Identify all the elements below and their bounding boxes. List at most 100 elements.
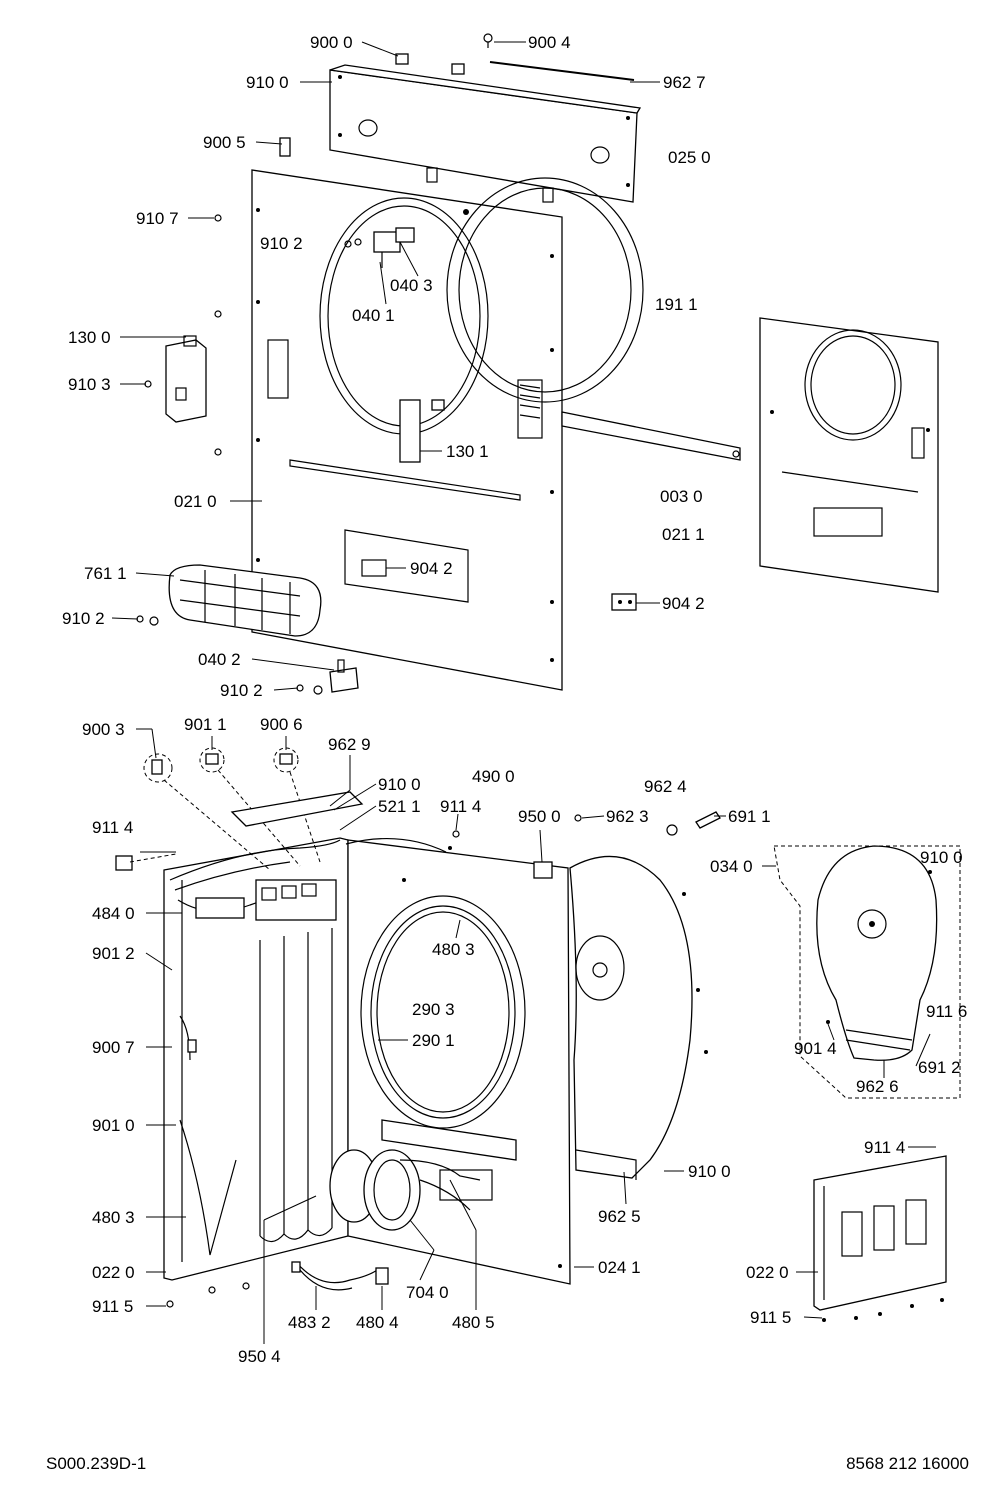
label-900-0: 900 0: [310, 33, 353, 52]
label-911-5-right: 911 5: [750, 1308, 791, 1327]
label-022-0-left: 022 0: [92, 1263, 135, 1282]
label-910-2-bottom: 910 2: [220, 681, 263, 700]
label-962-4: 962 4: [644, 777, 687, 796]
door-lock-130-1: [399, 399, 445, 463]
label-191-1: 191 1: [655, 295, 698, 314]
label-521-1: 521 1: [378, 797, 421, 816]
clip-900-0: [395, 53, 465, 75]
label-950-4: 950 4: [238, 1347, 281, 1366]
drawing-code-right: 8568 212 16000: [846, 1454, 969, 1473]
hinge-904-2: [611, 593, 637, 611]
hose-521-1: [345, 837, 447, 853]
screw-962-3: [574, 814, 582, 822]
label-021-1: 021 1: [662, 525, 705, 544]
label-904-2-right: 904 2: [662, 594, 705, 613]
label-910-0: 910 0: [246, 73, 289, 92]
leader-lines: [111, 41, 936, 1344]
strip-962-7: [489, 61, 635, 81]
label-910-3: 910 3: [68, 375, 111, 394]
label-290-1: 290 1: [412, 1031, 455, 1050]
label-901-2: 901 2: [92, 944, 135, 963]
label-962-5: 962 5: [598, 1207, 641, 1226]
label-691-2: 691 2: [918, 1058, 961, 1077]
label-901-4: 901 4: [794, 1039, 837, 1058]
harness-483-2: [291, 1261, 389, 1291]
clip-950-0: [533, 861, 553, 879]
label-490-0: 490 0: [472, 767, 515, 786]
label-691-1: 691 1: [728, 807, 771, 826]
label-900-5: 900 5: [203, 133, 246, 152]
label-901-0: 901 0: [92, 1116, 135, 1135]
label-480-5: 480 5: [452, 1313, 495, 1332]
label-483-2: 483 2: [288, 1313, 331, 1332]
label-962-3: 962 3: [606, 807, 649, 826]
motor-bracket: [381, 1119, 517, 1201]
label-910-0-right: 910 0: [920, 848, 963, 867]
label-900-7: 900 7: [92, 1038, 135, 1057]
label-911-4: 911 4: [440, 797, 481, 816]
screw-911-4: [452, 830, 460, 838]
label-910-2: 910 2: [260, 234, 303, 253]
label-911-6: 911 6: [926, 1002, 967, 1021]
door-seal-191-1: [446, 177, 644, 403]
label-480-3-left: 480 3: [92, 1208, 135, 1227]
top-panel-025-0: [329, 64, 642, 203]
label-900-4: 900 4: [528, 33, 571, 52]
label-040-2: 040 2: [198, 650, 241, 669]
label-904-2-front: 904 2: [410, 559, 453, 578]
screws-910-2: [136, 238, 362, 695]
label-040-3: 040 3: [390, 276, 433, 295]
clip-911-4-left: [115, 853, 177, 871]
drawing-code-left: S000.239D-1: [46, 1454, 147, 1473]
screw-900-4: [483, 33, 493, 48]
label-911-5-left: 911 5: [92, 1297, 133, 1316]
label-950-0: 950 0: [518, 807, 561, 826]
label-910-0-mid: 910 0: [378, 775, 421, 794]
label-024-1: 024 1: [598, 1258, 641, 1277]
label-130-1: 130 1: [446, 442, 489, 461]
label-910-7: 910 7: [136, 209, 179, 228]
label-025-0: 025 0: [668, 148, 711, 167]
hinge-block-130-0: [165, 335, 207, 423]
label-040-1: 040 1: [352, 306, 395, 325]
label-484-0: 484 0: [92, 904, 135, 923]
label-900-6: 900 6: [260, 715, 303, 734]
label-034-0: 034 0: [710, 857, 753, 876]
label-962-9: 962 9: [328, 735, 371, 754]
side-panel-022-0-right: [813, 1155, 947, 1322]
label-911-4-left: 911 4: [92, 818, 133, 837]
plug-962-4: [666, 824, 678, 836]
rear-panel-021-1: [759, 317, 939, 593]
label-901-1: 901 1: [184, 715, 227, 734]
label-910-2-filter: 910 2: [62, 609, 105, 628]
label-130-0: 130 0: [68, 328, 111, 347]
bracket-040-2: [329, 659, 359, 693]
label-962-6: 962 6: [856, 1077, 899, 1096]
cover-962-9: [230, 791, 364, 827]
screws-bottom: [166, 1282, 250, 1308]
label-021-0: 021 0: [174, 492, 217, 511]
label-480-4: 480 4: [356, 1313, 399, 1332]
label-910-0-bottom: 910 0: [688, 1162, 731, 1181]
label-480-3-mid: 480 3: [432, 940, 475, 959]
label-704-0: 704 0: [406, 1283, 449, 1302]
part-labels: 900 0 900 4 910 0 962 7 900 5 025 0 910 …: [62, 33, 967, 1366]
air-duct-962-5: [569, 855, 708, 1180]
screw-910-7: [214, 214, 222, 222]
clip-900-5: [279, 137, 291, 157]
label-962-7: 962 7: [663, 73, 706, 92]
label-022-0-right: 022 0: [746, 1263, 789, 1282]
filter-housing-761-1: [168, 564, 322, 637]
label-911-4-right: 911 4: [864, 1138, 905, 1157]
wiring-harness-484-0: [169, 839, 341, 1061]
rear-cover-group-034-0: [773, 845, 961, 1099]
rail-003-0: [561, 411, 741, 461]
label-290-3: 290 3: [412, 1000, 455, 1019]
sensor-691-1: [695, 811, 721, 829]
label-900-3: 900 3: [82, 720, 125, 739]
label-761-1: 761 1: [84, 564, 127, 583]
motor-704-0: [329, 1149, 481, 1231]
label-003-0: 003 0: [660, 487, 703, 506]
door-switch-040-3: [373, 227, 415, 268]
